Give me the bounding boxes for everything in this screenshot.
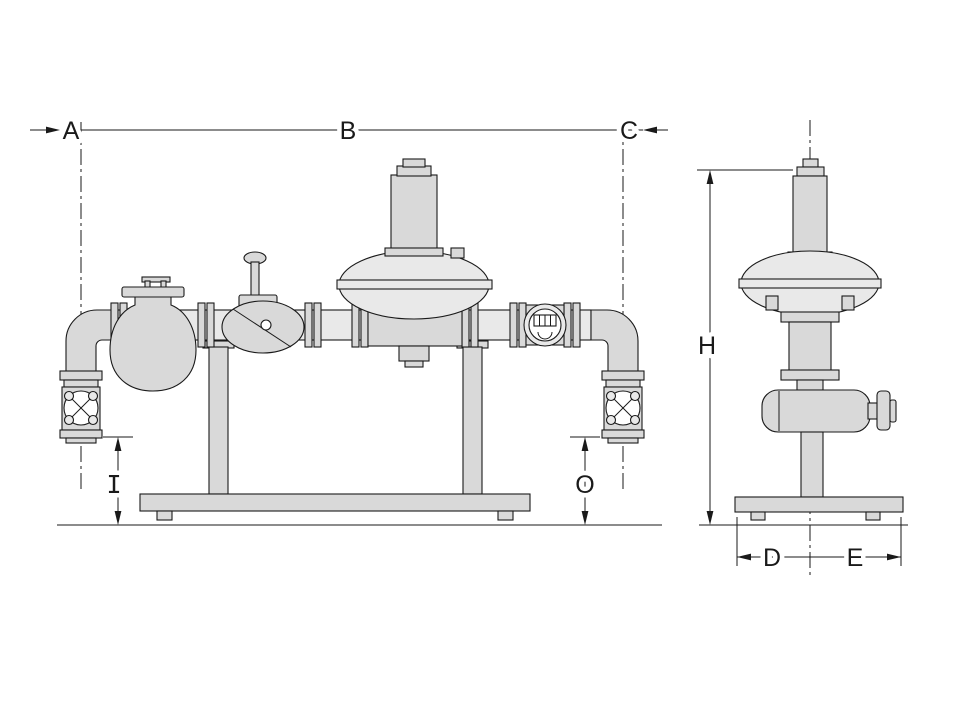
strainer-body <box>109 296 197 392</box>
diaphragm-flange <box>738 278 882 289</box>
support-stand-side <box>734 431 904 521</box>
outlet-elbow <box>590 309 639 372</box>
inlet-flange <box>63 379 99 388</box>
cylinder-body <box>761 389 871 433</box>
label-c: C <box>620 117 638 145</box>
arrow-right-icon <box>46 126 60 134</box>
label-b: B <box>340 117 357 145</box>
arrow-up-icon <box>581 437 589 451</box>
dimension-width-b <box>30 126 668 134</box>
valve-bottom-flange <box>780 369 840 381</box>
inlet-elbow <box>65 309 114 372</box>
base-foot <box>865 511 881 521</box>
adjustment-cap <box>802 158 819 168</box>
arrow-left-icon <box>643 126 657 134</box>
outlet-elbow-assembly <box>590 309 645 444</box>
strainer-handle <box>141 276 171 283</box>
label-d: D <box>763 544 781 572</box>
inlet-bolt-pattern <box>63 390 99 426</box>
meter-body-side <box>761 389 897 433</box>
base-plate <box>734 496 904 513</box>
pressure-regulator <box>336 158 493 368</box>
arrow-down-icon <box>706 511 714 525</box>
label-o: O <box>575 471 594 499</box>
label-i: I <box>106 470 121 499</box>
dimension-base-d-e <box>736 517 902 566</box>
right-leg <box>462 346 483 495</box>
base-foot <box>750 511 766 521</box>
label-a: A <box>63 117 80 145</box>
arrow-down-icon <box>581 511 589 525</box>
shutoff-valve <box>221 251 305 354</box>
front-view <box>30 122 668 526</box>
dimension-inlet-height-i <box>103 436 133 525</box>
drop-pipe <box>800 431 824 498</box>
diaphragm-flange <box>336 279 493 290</box>
dimension-overall-height-h <box>697 169 793 525</box>
label-h: H <box>698 332 716 360</box>
handwheel-hub <box>889 399 897 423</box>
arrow-up-icon <box>114 437 122 451</box>
outlet-flange <box>601 370 645 381</box>
meter-dial-needle-arc <box>537 331 553 340</box>
base-foot <box>156 510 173 521</box>
valve-neck <box>796 379 824 391</box>
base-foot <box>497 510 514 521</box>
left-leg <box>208 346 229 495</box>
meter-register-digits <box>539 315 551 326</box>
outlet-bottom-flange <box>607 437 639 444</box>
handwheel <box>876 390 891 431</box>
strainer-top-flange <box>121 286 185 298</box>
regulator-bracket <box>404 360 424 368</box>
inlet-bottom-flange <box>65 437 97 444</box>
outlet-bottom-flange <box>601 429 645 439</box>
arrow-left-icon <box>737 553 751 561</box>
arrow-right-icon <box>887 553 901 561</box>
spring-case <box>792 175 828 257</box>
valve-top-flange <box>780 311 840 323</box>
dimension-outlet-height-o <box>570 436 600 525</box>
spring-case <box>390 174 438 253</box>
gas-meter <box>523 303 567 347</box>
base-plate <box>139 493 531 512</box>
adjustment-cap <box>402 158 426 168</box>
outlet-flange <box>605 379 641 388</box>
dome-vent-fitting <box>450 247 465 259</box>
valve-body-side <box>788 321 832 373</box>
inlet-flange <box>59 370 103 381</box>
valve-bolt <box>260 319 272 331</box>
label-e: E <box>847 544 864 572</box>
regulator-side <box>738 158 882 391</box>
dome-lug <box>765 295 779 311</box>
arrow-up-icon <box>706 170 714 184</box>
dome-lug <box>841 295 855 311</box>
side-view <box>697 120 908 575</box>
strainer <box>109 276 197 392</box>
spring-case-cap <box>796 166 825 177</box>
regulator-bracket <box>398 345 430 362</box>
arrow-down-icon <box>114 511 122 525</box>
inlet-elbow-assembly <box>59 309 114 444</box>
outlet-bolt-pattern <box>605 390 641 426</box>
spring-case-base-flange <box>384 247 444 257</box>
support-stand <box>139 340 531 521</box>
inlet-bottom-flange <box>59 429 103 439</box>
dimension-labels: A B C I O H D E <box>58 113 868 577</box>
